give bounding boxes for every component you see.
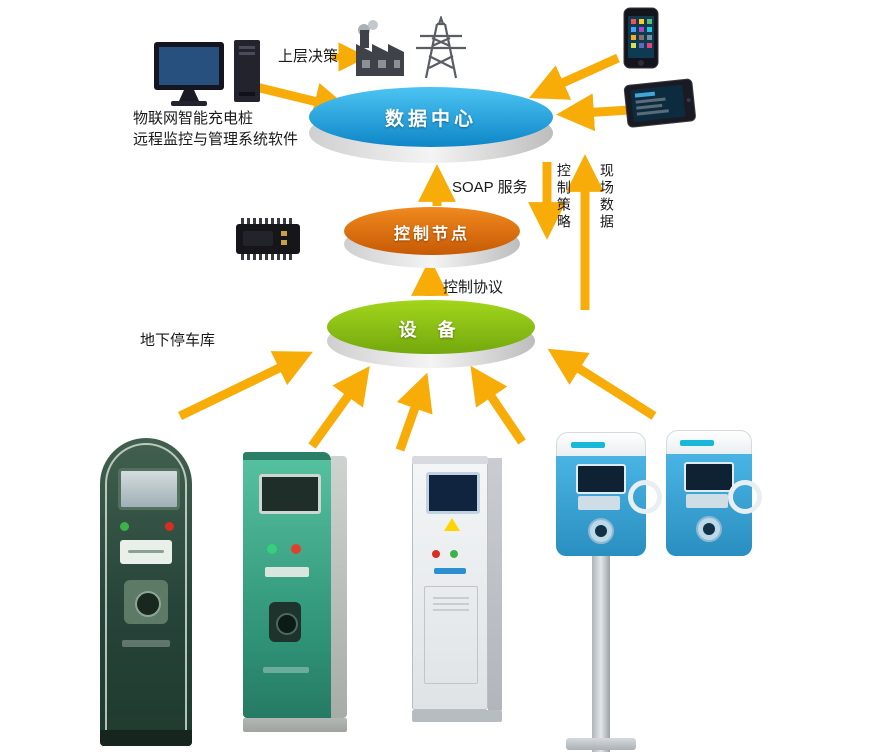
data-center-label: 数据中心 (384, 109, 477, 130)
charging-pile-white (412, 456, 502, 722)
pile3-vent-line3 (433, 609, 469, 611)
pile2-card-slot (265, 567, 309, 577)
pile2-side-panel (331, 456, 347, 718)
pile1-screen (118, 468, 180, 510)
pile3-side-panel (488, 458, 502, 710)
pile5-socket-hole (703, 523, 715, 535)
pile4-keypad (578, 496, 620, 510)
pile4-socket-hole (595, 525, 607, 537)
pile3-vent-line (433, 597, 469, 599)
pile2-socket-recess (269, 602, 301, 642)
pile3-green-button (450, 550, 458, 558)
arrow-pile4-up (470, 365, 526, 445)
pile5-screen (684, 462, 734, 492)
pile1-base (100, 730, 192, 746)
software-title-line1: 物联网智能充电桩 (133, 110, 254, 127)
pile4-base-plate (566, 738, 636, 750)
pile2-socket (276, 613, 298, 635)
pile3-top-cap (412, 456, 488, 464)
pile1-foot-panel (108, 716, 184, 730)
pile3-base (412, 710, 502, 722)
pile5-logo-strip (680, 440, 714, 446)
arrow-pile5-up (547, 348, 657, 420)
pile1-card-reader (120, 540, 172, 564)
pile3-warning-icon (444, 518, 460, 531)
data-center-disc: 数据中心 (308, 86, 554, 166)
pile3-logo-strip (434, 568, 466, 574)
pile1-socket-panel (124, 580, 168, 624)
pile1-red-button (165, 522, 174, 531)
control-strategy-label: 控制策略 (555, 163, 572, 231)
control-node-disc: 控制节点 (343, 206, 521, 270)
decision-label: 上层决策 (278, 48, 339, 65)
pile5-cap (666, 430, 752, 456)
charging-pile-teal (243, 452, 347, 732)
pile4-socket (588, 518, 614, 544)
pile1-logo-strip (122, 640, 170, 647)
pile1-green-button (120, 522, 129, 531)
pile4-screen (576, 464, 626, 494)
tablet-icon (623, 78, 696, 128)
device-label: 设 备 (398, 320, 464, 340)
pile4-cable-ring (628, 480, 662, 514)
pile2-screen (259, 474, 321, 514)
pile2-top-cap (243, 452, 331, 460)
arrow-pile3-up (395, 372, 433, 452)
pile3-screen (426, 472, 480, 514)
control-node-label: 控制节点 (393, 226, 470, 243)
pile2-red-button (291, 544, 301, 554)
pile5-cable-ring (728, 480, 762, 514)
pile5-keypad (686, 494, 728, 508)
pile2-green-button (267, 544, 277, 554)
pile3-red-button (432, 550, 440, 558)
computer-icon (154, 40, 260, 106)
charging-pile-dark-green (100, 438, 192, 746)
pile2-base (243, 718, 347, 732)
device-disc: 设 备 (326, 300, 536, 370)
pile1-socket (135, 591, 161, 617)
charging-pile-blue-pole (550, 432, 662, 752)
charging-pile-blue-wall (666, 430, 762, 562)
parking-garage-label: 地下停车库 (140, 332, 216, 349)
arrow-tablet-to-datacenter (556, 93, 631, 132)
smartphone-icon (623, 7, 659, 69)
pile4-logo-strip (571, 442, 605, 448)
soap-link-label: SOAP 服务 (452, 179, 528, 196)
pile5-socket (696, 516, 722, 542)
control-protocol-label: 控制协议 (443, 279, 504, 296)
pile5-head (666, 430, 752, 556)
software-title-line2: 远程监控与管理系统软件 (133, 131, 299, 148)
power-tower-icon (416, 16, 466, 79)
factory-icon (356, 20, 404, 76)
chip-module-icon (236, 218, 300, 260)
pile3-lower-door (424, 586, 478, 684)
arrow-phone-to-datacenter (528, 53, 620, 100)
pile2-logo-strip (263, 667, 309, 673)
pile4-cap (556, 432, 646, 458)
arrow-pile2-up (308, 365, 370, 449)
field-data-label: 现场数据 (598, 163, 615, 231)
pile1-card-slot (128, 550, 164, 553)
arrow-pile1-up (178, 351, 313, 421)
pile3-vent-line2 (433, 603, 469, 605)
pile4-pole (592, 556, 610, 752)
